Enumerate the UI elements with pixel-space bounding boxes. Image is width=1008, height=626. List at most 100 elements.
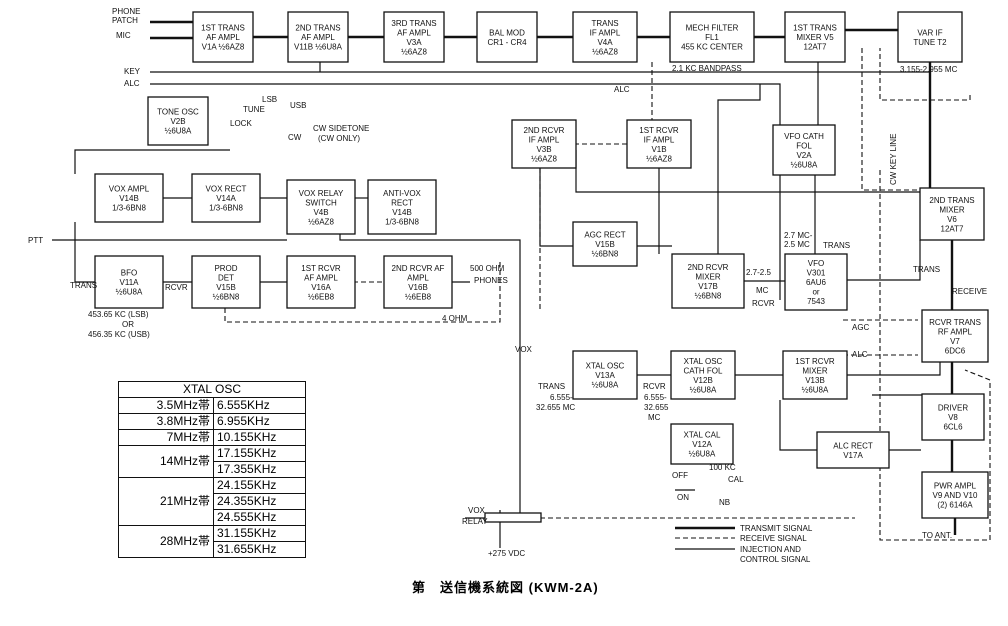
label-cw-sidetone: CW SIDETONE [313,124,369,133]
block-label: V3B [536,145,551,154]
block-label: V14A [216,194,236,203]
block-label: V13B [805,376,825,385]
block-label: MIXER [695,272,721,281]
block-label: FOL [796,141,812,150]
xtal-freq-cell: 31.655KHz [213,541,306,558]
label-bfo-freq2: OR [122,320,134,329]
label-on: ON [677,493,689,502]
label-vox: VOX [515,345,533,354]
block-label: MIXER [802,366,828,375]
xtal-freq-cell: 17.355KHz [213,461,306,478]
label-bfo-freq3: 456.35 KC (USB) [88,330,150,339]
xtal-freq-cell: 6.955KHz [213,413,306,430]
block-label: V2A [796,151,812,160]
block-label: ½6U8A [791,160,818,169]
block-label: AMPL [407,273,429,282]
block-label: V14B [392,208,412,217]
xtal-band-cell: 14MHz帯 [118,445,214,478]
label-trans-bfo: TRANS [70,281,97,290]
block-label: V14B [119,194,139,203]
label-trans-v6: TRANS [913,265,940,274]
block-label: MIXER [939,205,965,214]
block-label: IF AMPL [590,28,621,37]
label-vfo-trans: TRANS [823,241,850,250]
block-label: ½6BN8 [213,292,240,301]
block-label: AF AMPL [206,33,240,42]
block-label: 6AU6 [806,278,827,287]
block-label: V12A [692,440,712,449]
block-label: 2ND RCVR [524,126,565,135]
block-label: VAR IF [917,28,942,37]
label-vfo-range2: 2.5 MC [784,240,810,249]
label-legend-receive: RECEIVE SIGNAL [740,534,807,543]
label-ohm500: 500 OHM [470,264,505,273]
label-vox-relay2: RELAY [462,517,488,526]
injection-control-path [717,84,761,254]
block-label: ½6U8A [690,385,717,394]
label-phone-patch: PHONE [112,7,140,16]
label-xtal-range2: 32.655 MC [536,403,575,412]
label-trans-xtal: TRANS [538,382,565,391]
block-label: 1/3-6BN8 [112,204,146,213]
block-label: FL1 [705,33,719,42]
xtal-band-cell: 7MHz帯 [118,429,214,446]
block-label: (2) 6146A [937,501,973,510]
block-label: V16A [311,283,331,292]
block-label: BFO [121,269,137,278]
block-label: V11B ½6U8A [294,43,343,52]
xtal-freq-cell: 24.555KHz [213,509,306,526]
block-label: VOX AMPL [109,185,150,194]
label-ohm4: 4 OHM [442,314,468,323]
injection-control-path [339,234,521,282]
block-label: 2ND TRANS [929,196,974,205]
block-label: V17B [698,282,718,291]
block-label: ½6U8A [165,127,192,136]
block-label: ANTI-VOX [383,189,421,198]
xtal-freq-cell: 31.155KHz [213,525,306,542]
block-label: 1ST TRANS [793,24,837,33]
block-label: 2ND TRANS [295,24,340,33]
vox-relay-coil [484,512,542,523]
label-cw-key-line-vertical: CW KEY LINE [889,134,898,185]
block-label: ½6BN8 [592,250,619,259]
block-label: ALC RECT [833,441,873,450]
label-rcvr-mix: RCVR [752,299,775,308]
label-alc2: ALC [614,85,630,94]
block-label: 7543 [807,297,825,306]
block-label: ½6AZ8 [531,154,557,163]
block-label: IF AMPL [644,135,675,144]
block-label: V9 AND V10 [933,491,978,500]
label-legend-transmit: TRANSMIT SIGNAL [740,524,813,533]
block-label: AF AMPL [301,33,335,42]
block-label: ½6U8A [592,381,619,390]
block-label: XTAL OSC [586,362,625,371]
receive-signal-path [879,170,991,541]
block-label: DET [218,273,234,282]
block-label: AGC RECT [584,231,625,240]
label-key: KEY [124,67,141,76]
label-agc-lbl: AGC [852,323,870,332]
label-xtal-range1: 6.555- [550,393,573,402]
receive-signal-path [224,262,501,323]
block-label: XTAL OSC [684,357,723,366]
label-rcvr-bfo: RCVR [165,283,188,292]
